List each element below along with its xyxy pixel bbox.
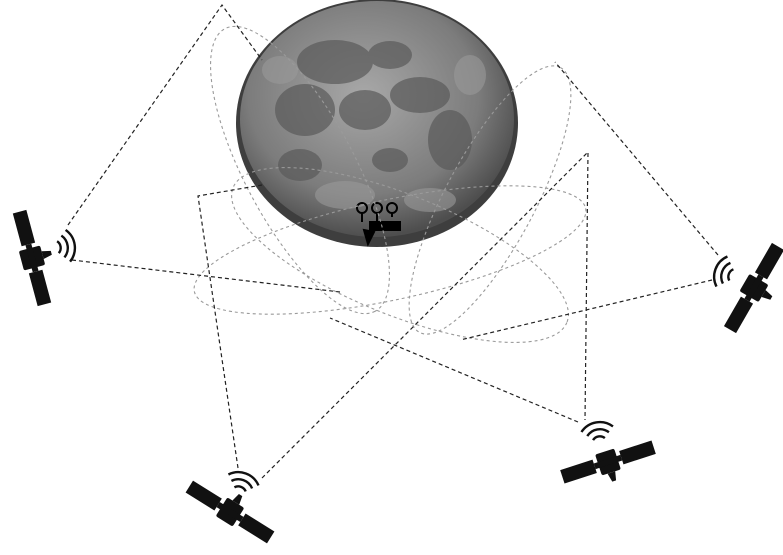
satellite-bottom-right <box>559 420 660 496</box>
link-bottomleft-up <box>198 185 262 468</box>
satellite-right <box>710 241 783 340</box>
signal-waves-icon <box>710 254 737 290</box>
link-left-top <box>68 5 262 225</box>
satellite-left <box>9 206 77 307</box>
satellite-icon <box>559 437 660 496</box>
link-bottomright-cross <box>330 318 578 422</box>
satellite-bottom-left <box>183 468 281 547</box>
link-left-center <box>72 260 340 292</box>
signal-waves-icon <box>56 229 77 263</box>
satellite-icon <box>9 206 64 307</box>
signal-waves-icon <box>580 420 614 442</box>
signal-waves-icon <box>225 468 261 495</box>
satellite-icon <box>720 241 783 340</box>
